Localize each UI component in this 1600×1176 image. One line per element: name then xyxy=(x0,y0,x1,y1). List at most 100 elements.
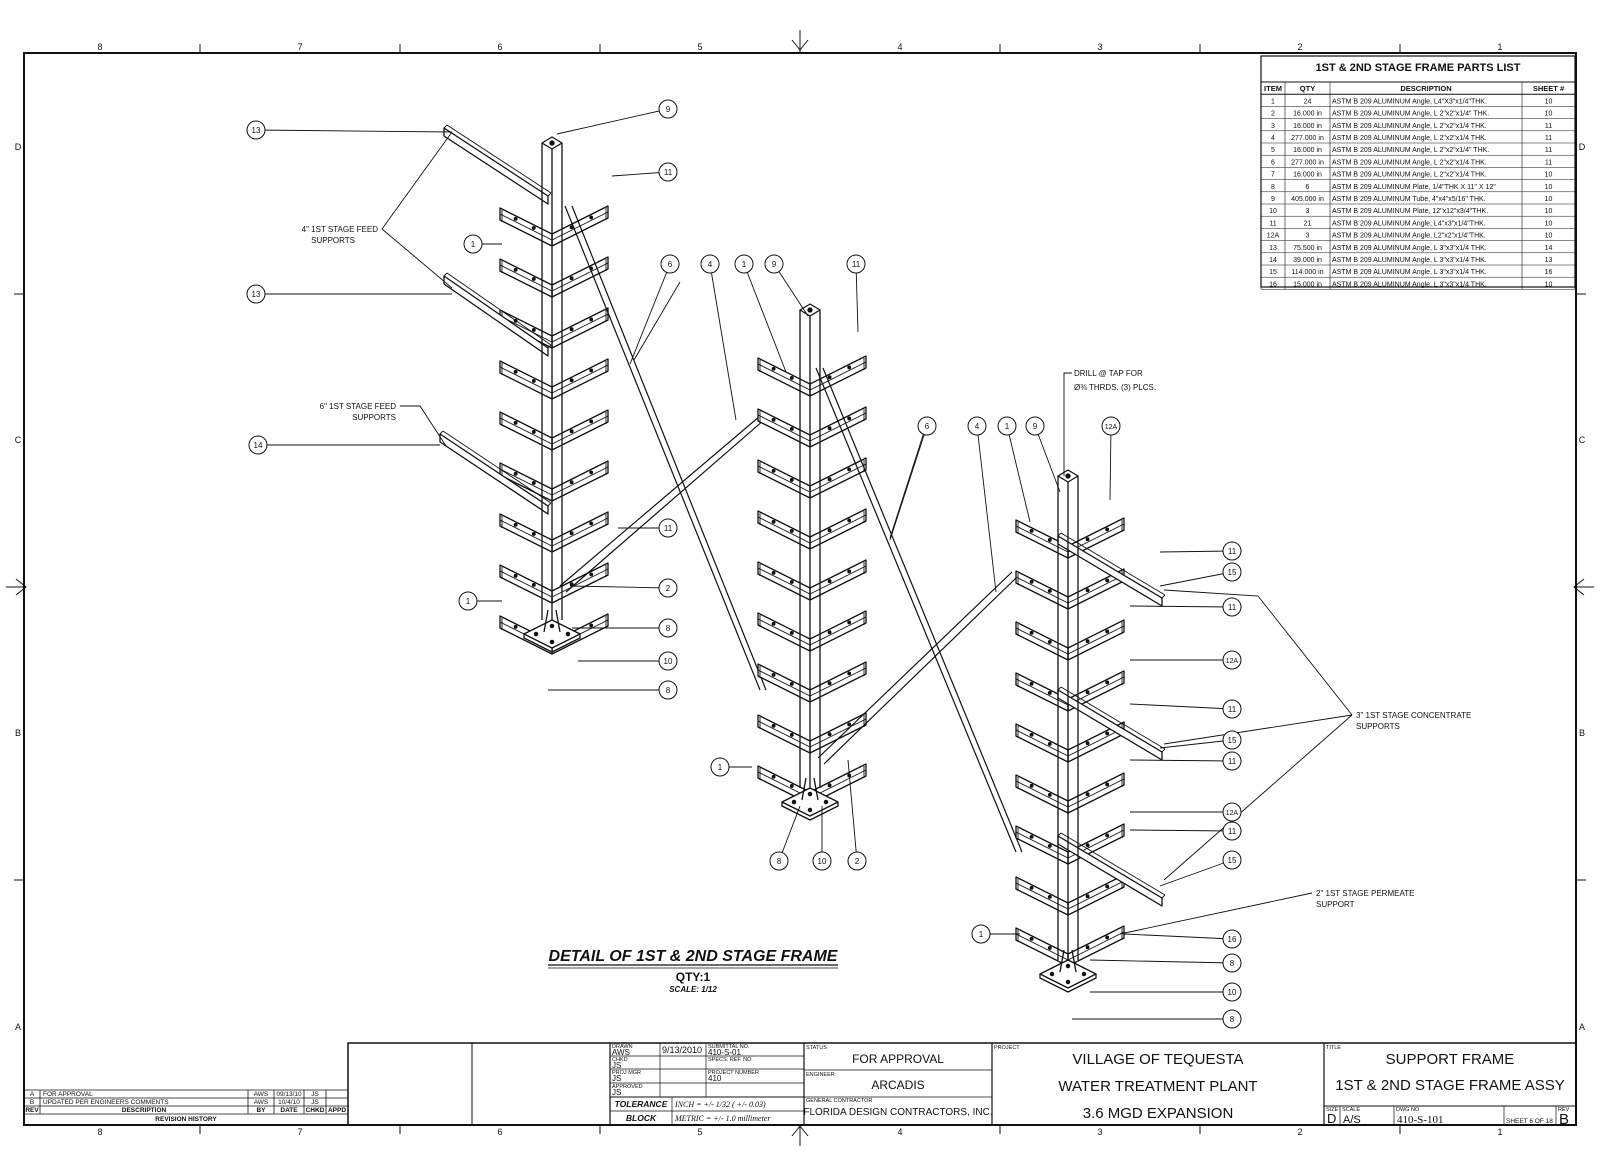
title-block: DRAWN SUBMITTAL NO. CHKD SPECS. REF. NO.… xyxy=(347,1042,1577,1128)
svg-text:8: 8 xyxy=(666,686,671,695)
frame-member xyxy=(443,124,448,129)
tb-contractor-label: GENERAL CONTRACTOR xyxy=(806,1098,872,1104)
parts-cell: ASTM B 209 ALUMINUM Angle, L 3"x3"x1/4 T… xyxy=(1332,245,1487,252)
bolt-hole xyxy=(827,375,832,380)
frame-member xyxy=(1161,748,1166,753)
leader-line xyxy=(1159,859,1233,887)
zone-label-bottom: 5 xyxy=(697,1127,702,1137)
bolt-hole xyxy=(789,579,794,584)
parts-cell: 7 xyxy=(1271,172,1275,179)
tb-project-line2: WATER TREATMENT PLANT xyxy=(1058,1078,1257,1095)
rev-header-chkd: CHKD xyxy=(306,1107,325,1114)
leader-lines xyxy=(255,108,1353,1020)
bolt-hole xyxy=(513,420,518,425)
leader-line xyxy=(633,281,681,361)
leader-line xyxy=(1034,425,1061,493)
bolt-hole xyxy=(847,620,852,625)
parts-cell: 10 xyxy=(1269,208,1277,215)
bolt-hole xyxy=(789,375,794,380)
item-balloon: 8 xyxy=(1222,1009,1242,1029)
frame-member xyxy=(555,609,561,633)
bolt-hole xyxy=(513,471,518,476)
item-balloon: 8 xyxy=(658,680,678,700)
item-balloon: 10 xyxy=(1222,982,1242,1002)
parts-cell: ASTM B 209 ALUMINUM Angle, L 2"x2"x1/4 T… xyxy=(1332,172,1487,179)
svg-text:12A: 12A xyxy=(1226,658,1239,665)
frame-member xyxy=(443,272,448,277)
parts-cell: 5 xyxy=(1271,147,1275,154)
frame-member xyxy=(551,568,609,598)
bolt-hole xyxy=(1047,945,1052,950)
svg-text:11: 11 xyxy=(1228,705,1237,714)
bolt-hole xyxy=(513,216,518,221)
frame-member xyxy=(1015,525,1069,553)
parts-cell: ASTM B 209 ALUMINUM Angle, L 2"x2"x1/4 T… xyxy=(1332,135,1487,142)
bolt-hole xyxy=(569,429,574,434)
frame-member xyxy=(1015,882,1069,910)
zone-label-top: 5 xyxy=(697,42,702,52)
post-cap xyxy=(1065,473,1071,479)
frame-member xyxy=(443,127,549,205)
parts-cell: 6 xyxy=(1271,159,1275,166)
frame-member xyxy=(559,415,761,587)
parts-cell: 10 xyxy=(1545,98,1553,105)
parts-cell: 15 xyxy=(1269,269,1277,276)
bolt-hole xyxy=(1047,537,1052,542)
frame-member xyxy=(757,669,811,697)
bolt-hole xyxy=(531,225,536,230)
svg-text:6: 6 xyxy=(668,260,673,269)
svg-text:13: 13 xyxy=(252,290,261,299)
frame-member xyxy=(571,205,767,691)
leader-line xyxy=(778,805,801,862)
leader-line xyxy=(1006,425,1031,523)
rev-b-chkd: JS xyxy=(311,1099,319,1106)
bolt-hole xyxy=(827,528,832,533)
parts-cell: 3 xyxy=(1306,233,1310,240)
svg-text:14: 14 xyxy=(254,441,263,450)
bolt-hole xyxy=(789,732,794,737)
zone-label-bottom: 4 xyxy=(897,1127,902,1137)
parts-cell: 1 xyxy=(1271,98,1275,105)
frame-member xyxy=(813,777,819,801)
bolt-hole xyxy=(1029,681,1034,686)
bolt-hole xyxy=(771,672,776,677)
frame-member xyxy=(1015,831,1069,859)
frame-member xyxy=(809,412,867,442)
note-6in-feed-line1: 6" 1ST STAGE FEED xyxy=(320,402,397,411)
rev-caption: REVISION HISTORY xyxy=(155,1116,217,1123)
parts-cell: 2 xyxy=(1271,111,1275,118)
svg-text:4: 4 xyxy=(975,422,980,431)
anchor-hole xyxy=(807,807,813,813)
bolt-hole xyxy=(771,366,776,371)
leader-line xyxy=(709,263,737,421)
leader-line xyxy=(1159,571,1233,587)
bolt-hole xyxy=(827,681,832,686)
tb-tolerance-line1: TOLERANCE xyxy=(615,1099,668,1109)
leader-line xyxy=(1163,589,1353,716)
bolt-hole xyxy=(1047,639,1052,644)
item-balloon: 4 xyxy=(700,254,720,274)
parts-cell: 4 xyxy=(1271,135,1275,142)
anchor-hole xyxy=(549,639,555,645)
item-balloon: 11 xyxy=(846,254,866,274)
zone-label-left: B xyxy=(15,728,21,738)
frame-member xyxy=(1067,880,1125,910)
item-balloon: 11 xyxy=(658,518,678,538)
tb-rev: B xyxy=(1559,1111,1569,1128)
zone-label-bottom: 7 xyxy=(297,1127,302,1137)
frame-member xyxy=(809,667,867,697)
parts-cell: 10 xyxy=(1545,111,1553,118)
note-6in-feed-line2: SUPPORTS xyxy=(352,413,396,422)
parts-cell: 9 xyxy=(1271,196,1275,203)
frame-member xyxy=(757,465,811,493)
tb-tolerance-line2: BLOCK xyxy=(626,1113,657,1123)
leader-line xyxy=(255,129,453,133)
parts-cell: 10 xyxy=(1545,220,1553,227)
post-cap xyxy=(807,307,813,313)
bolt-hole xyxy=(1029,885,1034,890)
bolt-hole xyxy=(569,225,574,230)
parts-cell: 16.000 in xyxy=(1293,172,1322,179)
bolt-hole xyxy=(531,327,536,332)
svg-text:10: 10 xyxy=(1228,988,1237,997)
tb-chkd-label: CHKD xyxy=(612,1057,628,1063)
